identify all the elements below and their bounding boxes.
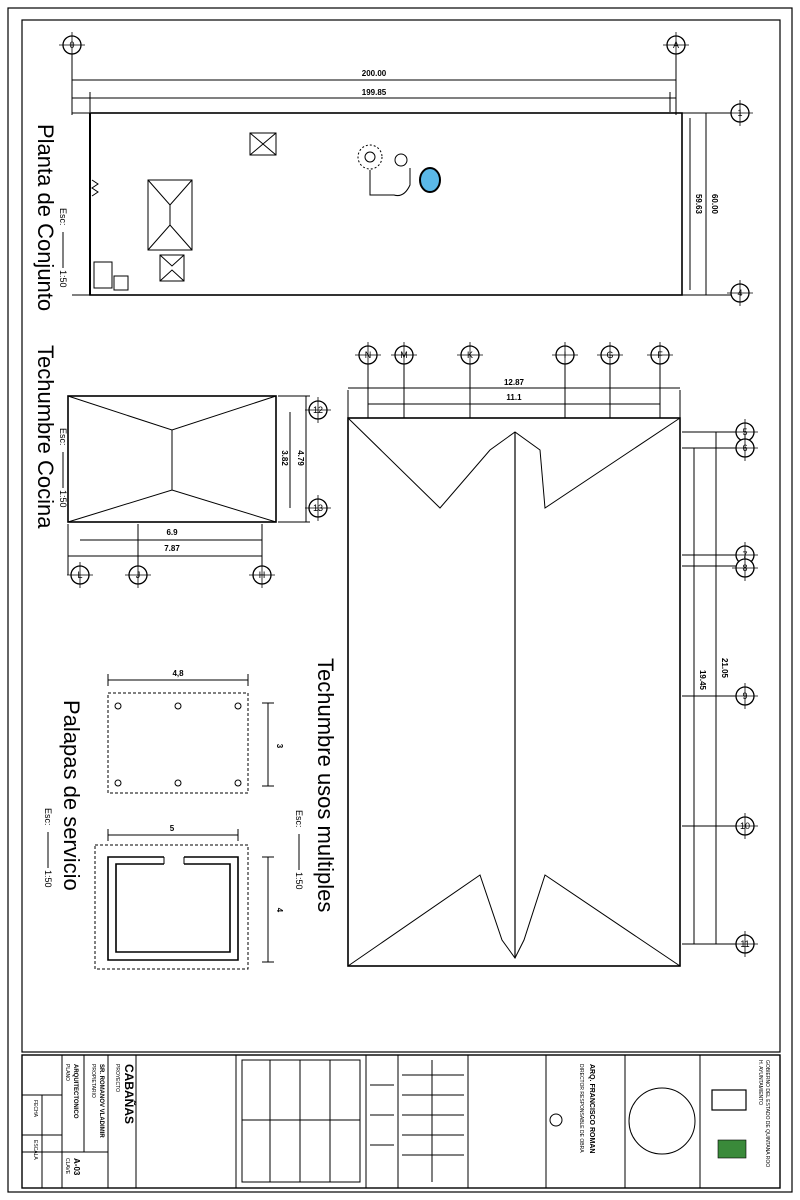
dim-outer-width: 12.87 <box>504 378 525 387</box>
sheet-number: A-03 <box>72 1158 81 1176</box>
axis-bubble: 4 <box>737 288 742 298</box>
scale-label: ESCALA <box>32 1140 38 1160</box>
project-name: CABAÑAS <box>122 1064 137 1124</box>
axis-bubble: A <box>673 40 679 50</box>
dim-side-inner: 59.63 <box>694 194 703 215</box>
dim-side-outer: 60.00 <box>710 194 719 215</box>
view-title: Palapas de servicio <box>59 700 84 891</box>
scale-prefix: Esc: <box>294 810 304 828</box>
scale-prefix: Esc: <box>58 428 68 446</box>
designer-name: ARQ. FRANCISCO ROMAN <box>588 1064 595 1153</box>
title-block: CABAÑAS PROYECTO SR. ROMANOV VLADIMIR PR… <box>21 1054 781 1189</box>
owner-label: PROPIETARIO <box>90 1064 96 1098</box>
dim-outer-width: 7.87 <box>164 544 180 553</box>
view-title: Planta de Conjunto <box>33 124 58 311</box>
owner-name: SR. ROMANOV VLADIMIR <box>98 1064 104 1138</box>
axis-bubble: 8 <box>742 563 747 573</box>
dim-side-outer: 21.05 <box>720 658 729 679</box>
sheet-label: CLAVE <box>64 1158 70 1175</box>
planta-de-conjunto: 200.00 199.85 60.00 59.63 0 A 1 4 Planta… <box>33 31 754 311</box>
scale-value: 1:50 <box>294 872 304 890</box>
axis-bubble: G <box>606 350 613 360</box>
axis-bubble: M <box>400 350 408 360</box>
designer-label: DIRECTOR RESPONSABLE DE OBRA <box>578 1064 584 1153</box>
axis-bubble: 9 <box>742 691 747 701</box>
dim-inner-width: 6.9 <box>166 528 178 537</box>
scale-prefix: Esc: <box>58 208 68 226</box>
dim-inner-width: 11.1 <box>506 393 522 402</box>
axis-bubble: N <box>365 350 372 360</box>
gov-line-1: GOBIERNO DEL ESTADO DE QUINTANA ROO <box>764 1060 770 1167</box>
view-title: Techumbre usos multiples <box>313 658 338 912</box>
axis-bubble: H <box>259 570 266 580</box>
view-title: Techumbre Cocina <box>33 345 58 529</box>
logo-green-bar <box>717 1139 747 1159</box>
dim-total: 200.00 <box>362 69 387 78</box>
scale-value: 1:50 <box>58 270 68 288</box>
dim-depth: 4 <box>275 908 284 913</box>
dim-side-inner: 3.82 <box>280 450 289 466</box>
techumbre-usos-multiples: 12.87 11.1 21.05 19.45 N M K I G F 5 6 7… <box>294 341 759 967</box>
axis-bubble: 5 <box>742 427 747 437</box>
scale-value: 1:50 <box>43 870 53 888</box>
sheet-border-inner <box>21 19 781 1053</box>
axis-bubble: 0 <box>69 40 74 50</box>
scale-value: 1:50 <box>58 490 68 508</box>
axis-bubble: 6 <box>742 443 747 453</box>
axis-bubble: 1 <box>737 108 742 118</box>
techumbre-cocina: 6.9 7.87 4.79 3.82 L J H 12 13 Techumbre… <box>33 345 332 589</box>
dim-side-outer: 4.79 <box>296 450 305 466</box>
dim-side-inner: 19.45 <box>698 670 707 691</box>
axis-bubble: L <box>77 570 82 580</box>
axis-bubble: 13 <box>313 503 323 513</box>
project-label: PROYECTO <box>114 1064 120 1092</box>
axis-bubble: 10 <box>740 821 750 831</box>
date-label: FECHA <box>32 1100 38 1118</box>
axis-bubble: 11 <box>740 939 749 949</box>
axis-bubble: J <box>136 570 141 580</box>
axis-bubble: 12 <box>313 405 323 415</box>
scale-prefix: Esc: <box>43 808 53 826</box>
discipline: ARQUITECTONICO <box>72 1064 78 1119</box>
dim-inner: 199.85 <box>362 88 387 97</box>
pool-icon <box>419 167 441 193</box>
axis-bubble: F <box>657 350 663 360</box>
discipline-label: PLANO <box>64 1064 70 1081</box>
dim-width: 4,8 <box>172 669 184 678</box>
dim-depth: 3 <box>275 744 284 749</box>
dim-width: 5 <box>170 824 175 833</box>
gov-line-2: H. AYUNTAMIENTO <box>757 1060 763 1105</box>
axis-bubble: K <box>467 350 473 360</box>
axis-bubble: I <box>564 350 567 360</box>
sheet-border-outer <box>7 7 793 1193</box>
palapas-de-servicio: 4,8 3 5 4 Palapas de servicio Esc: 1:50 <box>43 669 284 970</box>
